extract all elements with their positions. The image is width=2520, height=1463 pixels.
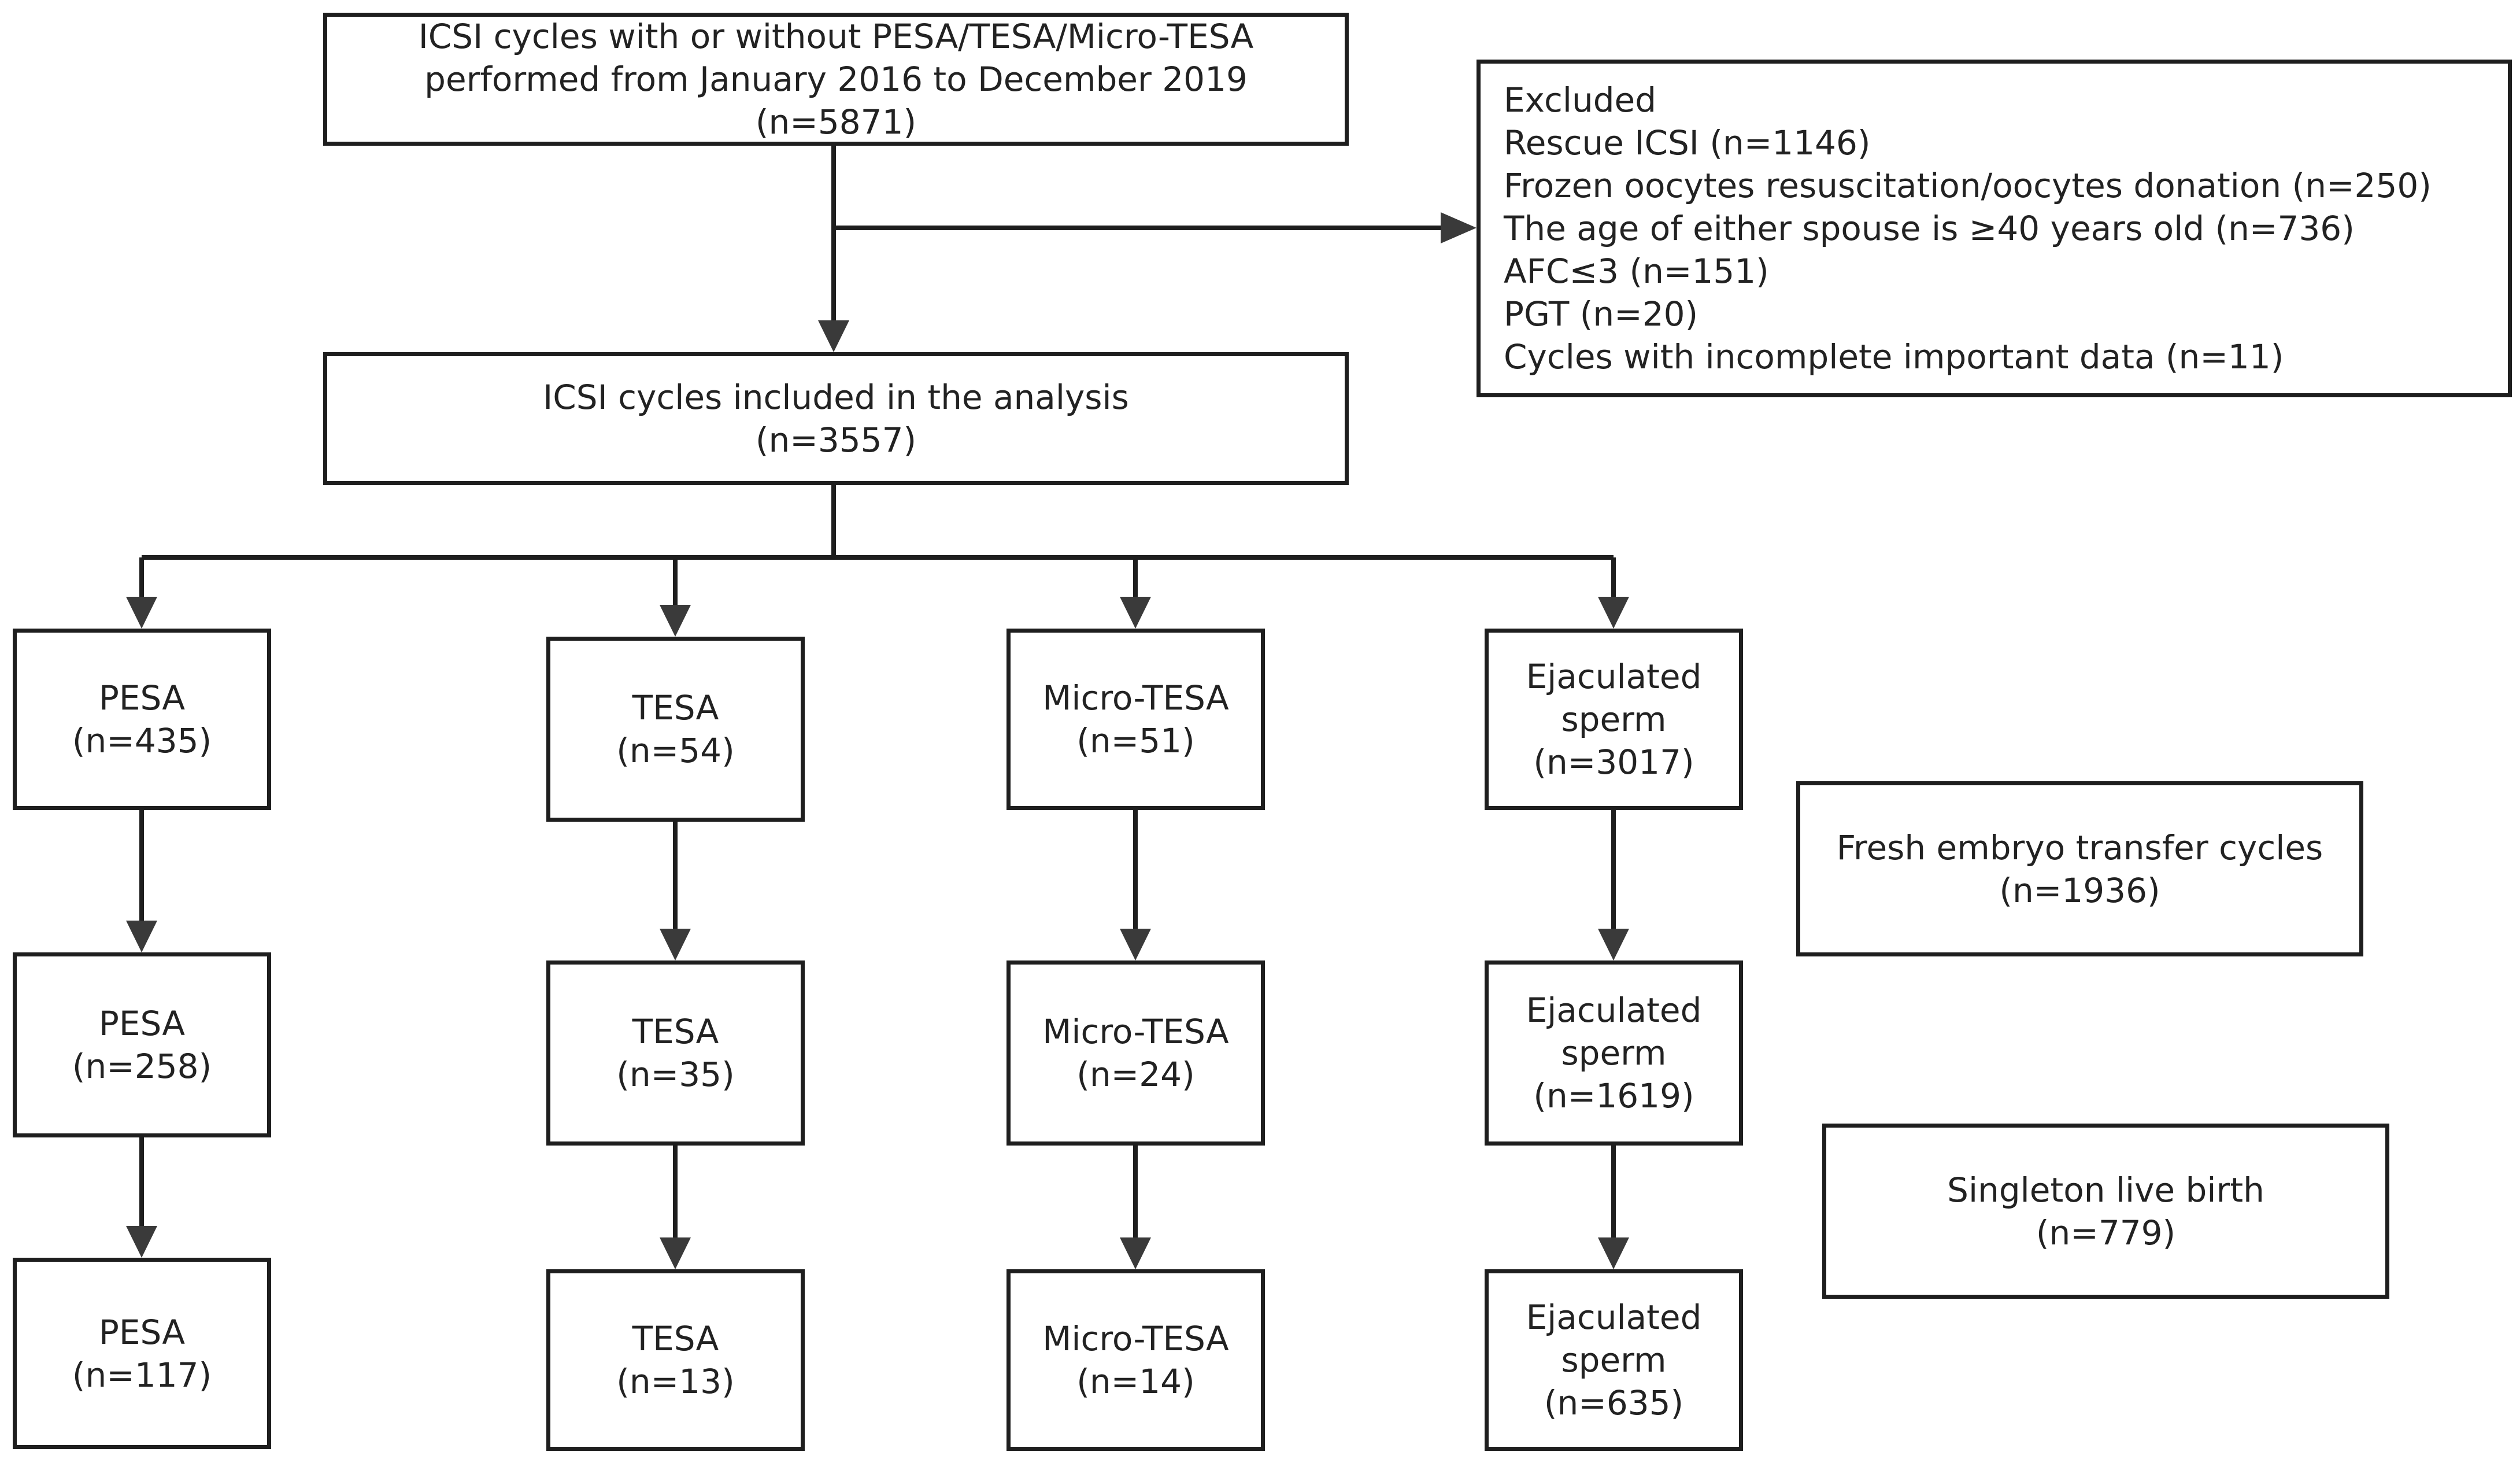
arrowhead xyxy=(1598,1237,1629,1269)
group-label: Ejaculated xyxy=(1526,657,1702,696)
group-label: sperm xyxy=(1561,1340,1667,1380)
group-count: (n=258) xyxy=(72,1047,212,1086)
tesa-box-stage-3: TESA (n=13) xyxy=(546,1269,805,1451)
tesa-box-stage-1: TESA (n=54) xyxy=(546,637,805,822)
pesa-box-stage-3: PESA (n=117) xyxy=(13,1258,271,1449)
group-label: PESA xyxy=(98,1312,186,1352)
arrowhead xyxy=(1120,929,1151,960)
tesa-box-stage-2: TESA (n=35) xyxy=(546,960,805,1146)
excluded-box: Excluded Rescue ICSI (n=1146) Frozen ooc… xyxy=(1477,60,2512,397)
group-label: Micro-TESA xyxy=(1042,1012,1229,1051)
group-count: (n=635) xyxy=(1544,1383,1684,1423)
group-count: (n=117) xyxy=(72,1355,212,1395)
arrowhead xyxy=(1598,597,1629,629)
group-count: (n=24) xyxy=(1076,1055,1195,1094)
micro-tesa-box-stage-2: Micro-TESA (n=24) xyxy=(1006,960,1265,1146)
arrowhead xyxy=(126,921,157,952)
group-count: (n=35) xyxy=(616,1055,735,1094)
ejaculated-box-stage-2: Ejaculated sperm (n=1619) xyxy=(1485,960,1743,1146)
arrowhead xyxy=(126,1226,157,1258)
arrowhead xyxy=(1598,929,1629,960)
side-label-line1: Fresh embryo transfer cycles xyxy=(1836,827,2323,867)
fresh-transfer-label-box: Fresh embryo transfer cycles (n=1936) xyxy=(1796,781,2363,956)
excluded-item: Cycles with incomplete important data (n… xyxy=(1504,337,2284,376)
group-count: (n=54) xyxy=(616,731,735,770)
arrowhead xyxy=(1441,212,1477,243)
included-box-count: (n=3557) xyxy=(755,420,917,460)
ejaculated-box-stage-3: Ejaculated sperm (n=635) xyxy=(1485,1269,1743,1451)
arrowhead xyxy=(660,1237,691,1269)
singleton-birth-label-box: Singleton live birth (n=779) xyxy=(1822,1124,2389,1299)
micro-tesa-box-stage-1: Micro-TESA (n=51) xyxy=(1006,629,1265,810)
excluded-item: PGT (n=20) xyxy=(1504,294,1698,334)
group-label: Ejaculated xyxy=(1526,991,1702,1030)
group-label: TESA xyxy=(632,1319,719,1358)
group-count: (n=1619) xyxy=(1533,1076,1694,1115)
side-label-count: (n=779) xyxy=(2036,1213,2176,1253)
top-box-count: (n=5871) xyxy=(755,102,917,142)
arrowhead xyxy=(126,597,157,629)
excluded-item: Rescue ICSI (n=1146) xyxy=(1504,123,1871,162)
top-box-line2: performed from January 2016 to December … xyxy=(424,60,1248,99)
group-label: Micro-TESA xyxy=(1042,1319,1229,1358)
group-label: TESA xyxy=(632,1012,719,1051)
group-count: (n=13) xyxy=(616,1362,735,1401)
group-count: (n=435) xyxy=(72,721,212,760)
group-count: (n=51) xyxy=(1076,721,1195,760)
side-label-count: (n=1936) xyxy=(1999,870,2160,910)
arrowhead xyxy=(660,929,691,960)
group-label: PESA xyxy=(98,1004,186,1043)
side-label-line1: Singleton live birth xyxy=(1947,1170,2264,1210)
top-box-line1: ICSI cycles with or without PESA/TESA/Mi… xyxy=(418,17,1254,56)
pesa-box-stage-1: PESA (n=435) xyxy=(13,629,271,810)
arrowhead xyxy=(818,320,849,352)
group-label: Ejaculated xyxy=(1526,1298,1702,1337)
ejaculated-box-stage-1: Ejaculated sperm (n=3017) xyxy=(1485,629,1743,810)
excluded-item: The age of either spouse is ≥40 years ol… xyxy=(1504,209,2355,248)
group-count: (n=3017) xyxy=(1533,742,1694,782)
pesa-box-stage-2: PESA (n=258) xyxy=(13,952,271,1137)
group-count: (n=14) xyxy=(1076,1362,1195,1401)
arrowhead xyxy=(1120,1237,1151,1269)
excluded-item: AFC≤3 (n=151) xyxy=(1504,252,1769,291)
group-label: Micro-TESA xyxy=(1042,678,1229,718)
excluded-title: Excluded xyxy=(1504,80,1657,120)
group-label: TESA xyxy=(632,688,719,727)
included-box: ICSI cycles included in the analysis (n=… xyxy=(323,352,1349,485)
excluded-item: Frozen oocytes resuscitation/oocytes don… xyxy=(1504,166,2432,205)
group-label: sperm xyxy=(1561,700,1667,739)
group-label: sperm xyxy=(1561,1033,1667,1073)
arrowhead xyxy=(1120,597,1151,629)
group-label: PESA xyxy=(98,678,186,718)
top-box: ICSI cycles with or without PESA/TESA/Mi… xyxy=(323,13,1349,146)
micro-tesa-box-stage-3: Micro-TESA (n=14) xyxy=(1006,1269,1265,1451)
arrowhead xyxy=(660,605,691,637)
included-box-line1: ICSI cycles included in the analysis xyxy=(543,378,1129,417)
